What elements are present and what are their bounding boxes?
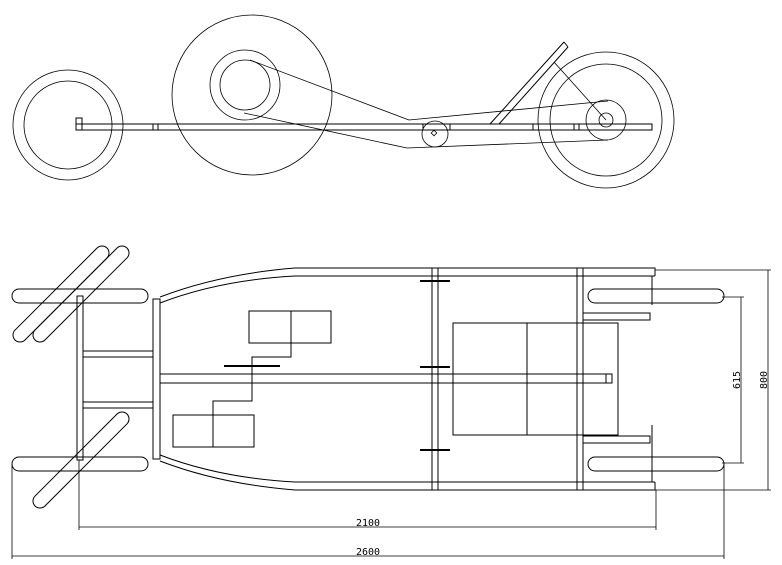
dimension-track: 615 <box>722 297 744 463</box>
main-frame-outline <box>160 268 655 490</box>
rear-brackets <box>583 313 650 443</box>
dimension-label-615: 615 <box>732 371 743 389</box>
dimension-overall-width: 800 <box>655 270 771 490</box>
front-wheel-side <box>13 70 123 180</box>
dimension-label-2100: 2100 <box>356 518 380 529</box>
pedal-boxes <box>173 311 331 447</box>
chain-lines <box>244 60 608 148</box>
center-spine <box>160 374 612 383</box>
frame-tube-side <box>76 118 652 130</box>
front-wheels-top <box>10 243 148 511</box>
dimension-label-800: 800 <box>759 371 770 389</box>
seat-top <box>453 323 618 435</box>
dimension-overall-length: 2600 <box>12 464 724 559</box>
top-view <box>10 243 724 511</box>
rear-wheels-top <box>588 289 724 471</box>
dimension-label-2600: 2600 <box>356 547 380 558</box>
seat-back-side <box>490 42 606 124</box>
crank-wheel-side <box>172 15 332 175</box>
side-view <box>13 15 674 188</box>
dimension-wheelbase: 2100 <box>79 460 656 530</box>
front-axle <box>77 296 160 460</box>
rear-wheel-side <box>538 52 674 188</box>
idler-pulley <box>422 121 448 147</box>
